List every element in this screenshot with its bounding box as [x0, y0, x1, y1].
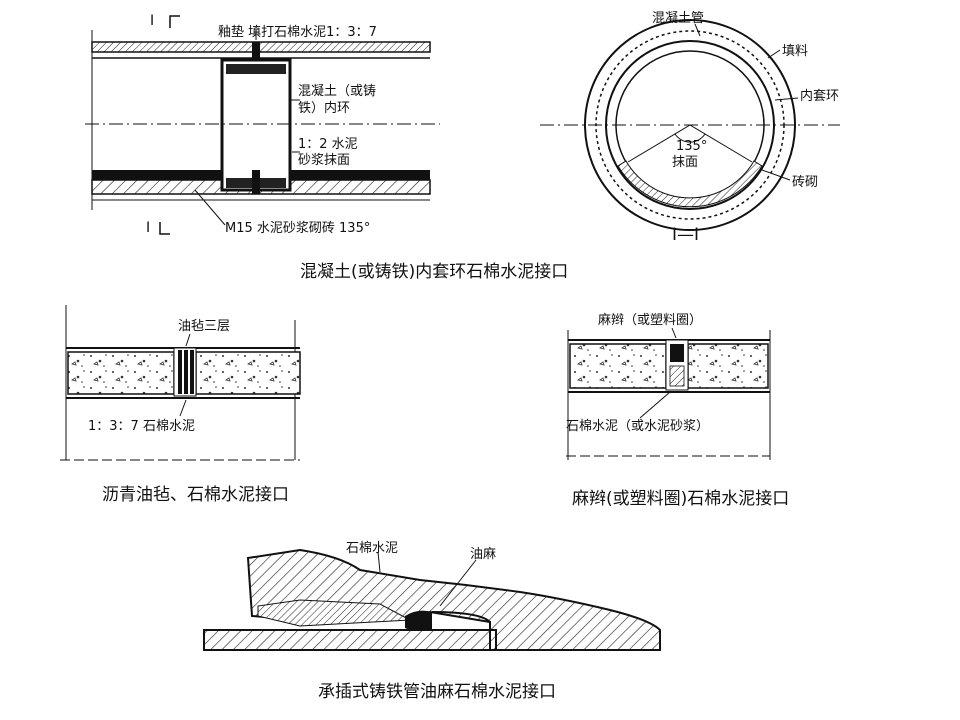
diagram-bell-spigot-joint: 石棉水泥 油麻 承插式铸铁管油麻石棉水泥接口	[203, 541, 661, 702]
label-hemp-ring: 麻辫（或塑料圈）	[598, 313, 702, 328]
caption-diagram4: 麻辫(或塑料圈)石棉水泥接口	[572, 489, 789, 509]
label-asbestos-cement: 石棉水泥	[346, 541, 398, 556]
label-filler: 填料	[782, 44, 808, 59]
caption-diagram5: 承插式铸铁管油麻石棉水泥接口	[318, 682, 556, 702]
label-plaster: 抹面	[672, 155, 698, 170]
label-brick-bedding: 砖砌	[792, 175, 818, 190]
section-mark-bottom: I	[146, 220, 150, 236]
label-felt-layers: 油毡三层	[178, 319, 230, 334]
caption-diagram1: 混凝土(或铸铁)内套环石棉水泥接口	[300, 262, 568, 282]
diagram-inner-ring-joint: I I 釉垫 填打石棉水泥1：3：7 混凝土（或铸 铁）内环 1：2 水泥 砂浆…	[85, 13, 440, 236]
label-inner-ring-line2: 铁）内环	[298, 100, 350, 116]
label-oakum: 油麻	[470, 547, 496, 562]
section-mark-top: I	[150, 13, 154, 29]
label-asbestos-or-mortar: 石棉水泥（或水泥砂浆）	[566, 419, 709, 434]
label-mortar-line1: 1：2 水泥	[298, 137, 358, 152]
label-inner-ring-line1: 混凝土（或铸	[298, 83, 376, 99]
caption-diagram3: 沥青油毡、石棉水泥接口	[102, 485, 289, 505]
diagram-section-view: 混凝土管 填料 内套环 135° 抹面 砖砌 I—I	[540, 10, 840, 245]
diagram-felt-joint: 油毡三层 1：3：7 石棉水泥 沥青油毡、石棉水泥接口	[60, 305, 301, 505]
label-asbestos-cement: 1：3：7 石棉水泥	[88, 419, 195, 434]
label-concrete-pipe: 混凝土管	[652, 10, 704, 26]
section-title: I—I	[672, 225, 699, 245]
label-joint-fill: 釉垫 填打石棉水泥1：3：7	[218, 24, 377, 40]
diagram-hemp-joint: 麻辫（或塑料圈） 石棉水泥（或水泥砂浆） 麻辫(或塑料圈)石棉水泥接口	[566, 313, 789, 509]
label-angle: 135°	[676, 139, 707, 154]
label-inner-ring: 内套环	[800, 88, 839, 104]
label-mortar-line2: 砂浆抹面	[298, 153, 350, 168]
label-brick-bedding: M15 水泥砂浆砌砖 135°	[225, 221, 370, 236]
